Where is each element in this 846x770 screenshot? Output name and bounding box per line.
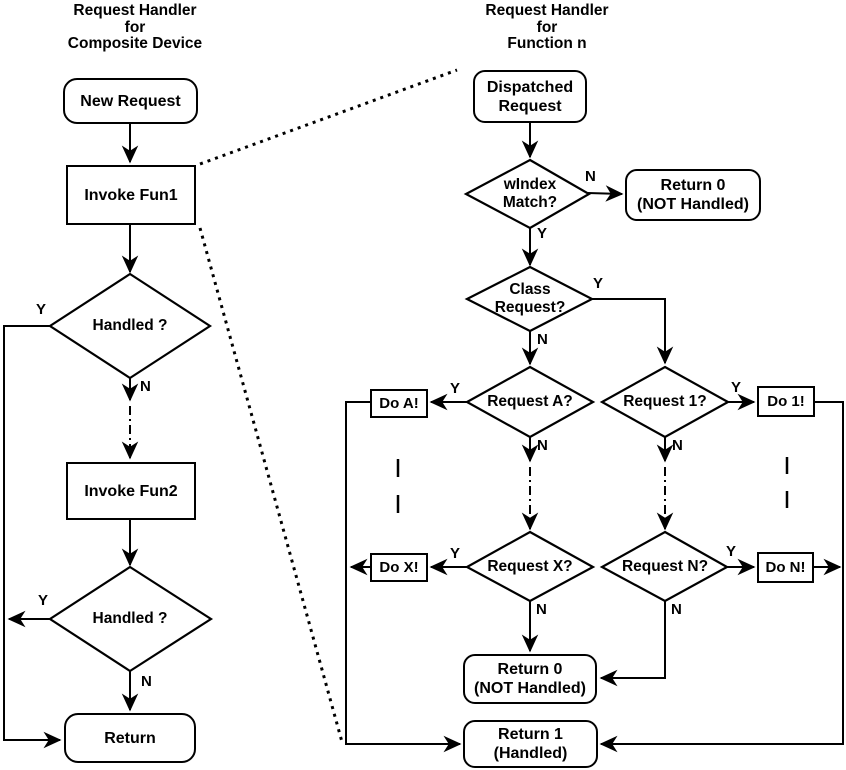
diamond-handled-1: [47, 272, 213, 380]
branch-label-requestx-yes: Y: [450, 545, 461, 562]
diamond-request-a: [464, 365, 596, 439]
connector-windex-no-to-return0: [587, 185, 624, 202]
branch-label-requestn-no: N: [671, 601, 682, 618]
connector-handled1-yes-to-return: [3, 325, 62, 749]
diamond-label-handled-1: Handled ?: [92, 317, 168, 334]
node-return-0-top: Return 0 (NOT Handled): [625, 169, 761, 221]
connector-doa-to-return1: [345, 401, 462, 753]
diamond-label-request-n: Request N?: [621, 558, 709, 575]
zoom-line-top: [199, 68, 458, 166]
branch-label-handled2-no: N: [141, 673, 152, 690]
left-flow-connectors: [3, 123, 139, 749]
branch-label-handled1-yes: Y: [36, 301, 47, 318]
connector-do1-to-return1: [599, 401, 844, 753]
diamond-label-handled-2: Handled ?: [92, 610, 168, 627]
branch-label-requestx-no: N: [536, 601, 547, 618]
node-invoke-fun1: Invoke Fun1: [66, 165, 196, 225]
branch-label-requesta-no: N: [537, 437, 548, 454]
node-dispatched-request: Dispatched Request: [473, 70, 587, 123]
diamond-request-1: [599, 365, 731, 439]
branch-label-requesta-yes: Y: [450, 380, 461, 397]
node-invoke-fun2: Invoke Fun2: [66, 462, 196, 520]
node-new-request: New Request: [63, 78, 198, 124]
diamond-request-n: [599, 530, 730, 603]
right-flow-connectors: [345, 123, 844, 753]
diamond-label-request-x: Request X?: [487, 558, 573, 575]
branch-label-windex-yes: Y: [537, 225, 548, 242]
zoom-indicator-lines: [198, 68, 458, 743]
branch-label-windex-no: N: [585, 168, 596, 185]
branch-label-handled1-no: N: [140, 378, 151, 395]
branch-label-handled2-yes: Y: [38, 592, 49, 609]
node-return: Return: [64, 713, 196, 763]
diamond-label-windex-match: wIndex Match?: [502, 176, 558, 211]
ellipsis-marks: [396, 457, 789, 513]
branch-label-class-no: N: [537, 331, 548, 348]
left-diagram-title: Request Handler for Composite Device: [67, 2, 203, 52]
connector-requestn-no-to-return0: [599, 601, 666, 687]
right-diagram-title: Request Handler for Function n: [485, 2, 609, 52]
diamond-label-request-1: Request 1?: [623, 393, 707, 410]
diamond-class-request: [464, 265, 595, 333]
branch-label-class-yes: Y: [593, 275, 604, 292]
diamond-request-x: [464, 530, 596, 603]
node-do-a: Do A!: [370, 389, 428, 418]
node-return-1: Return 1 (Handled): [463, 720, 598, 768]
node-do-n: Do N!: [757, 552, 814, 583]
diamond-handled-2: [47, 565, 214, 673]
node-do-1: Do 1!: [757, 386, 815, 417]
branch-label-request1-no: N: [672, 437, 683, 454]
diamond-label-class-request: Class Request?: [494, 281, 566, 316]
connector-class-yes-to-request1: [592, 298, 674, 365]
diamond-label-request-a: Request A?: [487, 393, 573, 410]
decision-diamonds: [47, 158, 731, 673]
branch-label-requestn-yes: Y: [726, 543, 737, 560]
node-return-0-bottom: Return 0 (NOT Handled): [463, 654, 597, 704]
branch-label-request1-yes: Y: [731, 379, 742, 396]
diamond-windex-match: [463, 158, 592, 230]
zoom-line-bottom: [198, 227, 344, 743]
node-do-x: Do X!: [370, 553, 428, 582]
